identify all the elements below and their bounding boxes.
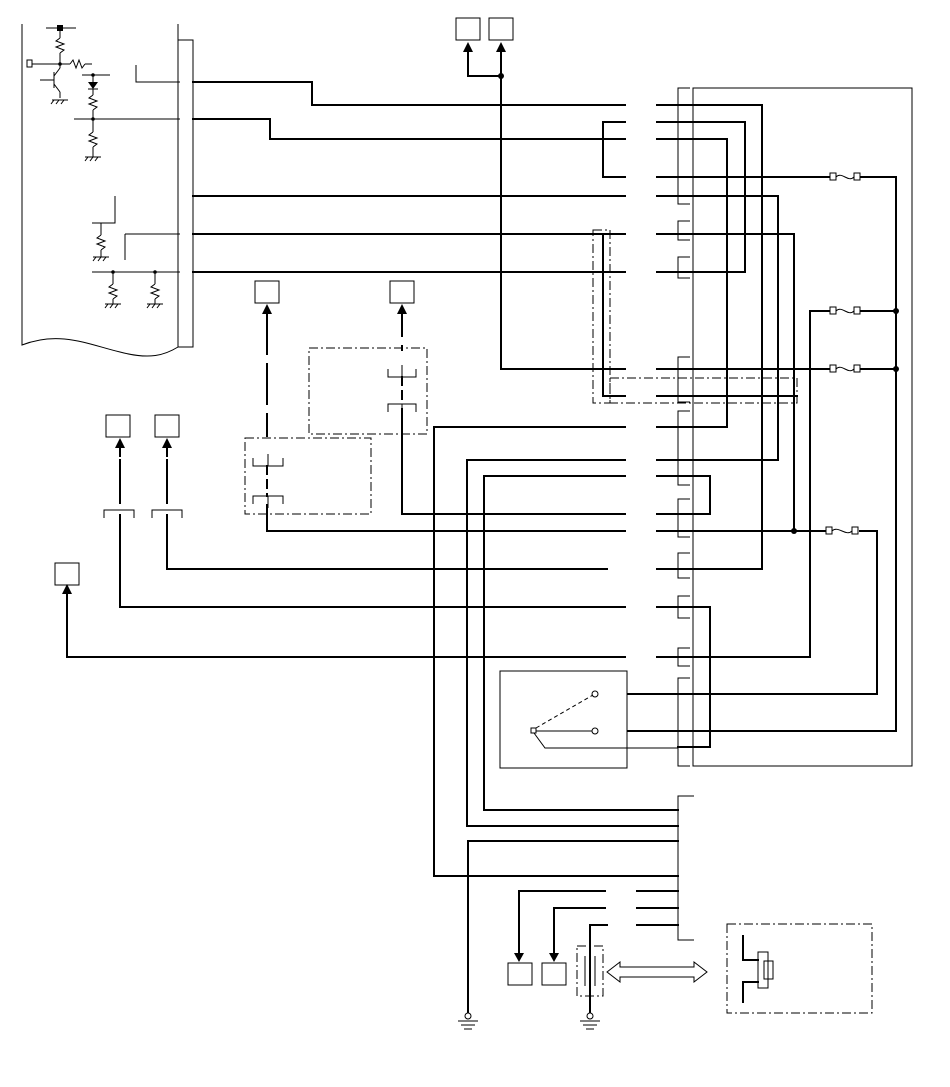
terminal-box	[507, 962, 533, 986]
terminal-box	[154, 414, 180, 438]
sensor-housing-lower	[244, 437, 372, 515]
terminal-boxes	[54, 17, 567, 986]
transistor-symbol	[40, 64, 68, 105]
terminal-box	[455, 17, 481, 41]
sensor-housing-upper	[308, 347, 428, 435]
shielded-wire-group	[592, 229, 798, 404]
ground-symbol	[458, 1012, 600, 1030]
remote-sensor-unit	[726, 923, 873, 1014]
resistor-symbol	[54, 37, 66, 54]
terminal-box	[488, 17, 514, 41]
inline-connector	[103, 365, 417, 518]
fuse-symbol	[825, 172, 861, 535]
terminal-box	[389, 280, 415, 304]
diode-symbol	[88, 82, 98, 89]
arrowheads	[62, 42, 559, 962]
terminal-box	[105, 414, 131, 438]
connector-blocks	[677, 87, 694, 941]
terminal-box	[254, 280, 280, 304]
terminal-box	[54, 562, 80, 586]
control-unit	[21, 24, 194, 357]
wiring-harness	[66, 49, 899, 1017]
double-arrow-icon	[606, 960, 708, 984]
control-unit-internal-circuit	[26, 25, 180, 309]
bottom-inline-connector	[576, 945, 604, 997]
switch-assembly	[499, 670, 678, 769]
terminal-box	[541, 962, 567, 986]
